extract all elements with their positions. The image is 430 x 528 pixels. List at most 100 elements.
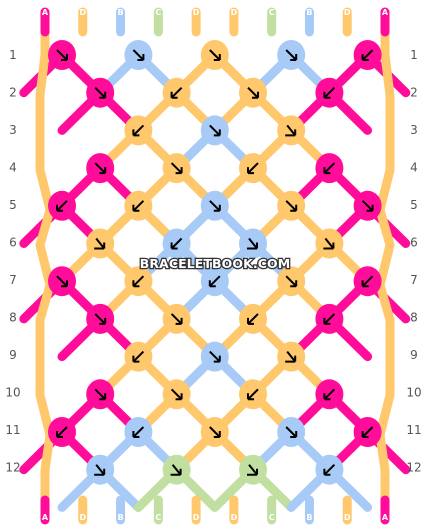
top-strand-letter: D	[231, 8, 238, 17]
knot	[124, 115, 153, 146]
knot	[200, 115, 229, 146]
row-number-left: 6	[9, 236, 17, 250]
knot	[48, 40, 76, 70]
row-number-left: 4	[9, 161, 17, 175]
knot	[86, 303, 115, 334]
knot	[239, 153, 267, 184]
knot	[200, 266, 229, 297]
knot-direction-arrow-icon	[132, 124, 145, 137]
knot	[239, 77, 267, 108]
knot-direction-arrow-icon	[209, 200, 221, 212]
knot-direction-arrow-icon	[285, 49, 298, 61]
knot	[353, 40, 382, 70]
knot	[353, 190, 382, 221]
knot-direction-arrow-icon	[247, 313, 259, 325]
knot	[86, 228, 115, 259]
knot-direction-arrow-icon	[247, 464, 258, 476]
knot-direction-arrow-icon	[56, 426, 68, 438]
top-strand-letter: D	[79, 8, 86, 17]
row-number-left: 8	[9, 311, 17, 325]
knot	[277, 417, 306, 447]
knot-direction-arrow-icon	[247, 162, 259, 175]
knot-direction-arrow-icon	[132, 200, 145, 212]
bottom-strand-letter: A	[382, 513, 389, 522]
knot	[315, 379, 344, 410]
bottom-strand-letter: D	[193, 513, 200, 522]
knot	[239, 379, 267, 410]
knot	[162, 303, 191, 334]
knot-direction-arrow-icon	[209, 350, 221, 363]
knot	[86, 379, 115, 410]
knot-direction-arrow-icon	[323, 237, 335, 250]
knot-direction-arrow-icon	[94, 313, 107, 325]
knot	[315, 454, 344, 485]
knot	[200, 190, 229, 221]
knot-direction-arrow-icon	[323, 313, 336, 325]
knot-direction-arrow-icon	[94, 162, 107, 175]
top-strand-letter: A	[382, 8, 389, 17]
knot-direction-arrow-icon	[94, 86, 107, 99]
knot-direction-arrow-icon	[361, 275, 374, 288]
knot-direction-arrow-icon	[209, 124, 221, 137]
knot	[86, 153, 115, 184]
knot-direction-arrow-icon	[56, 275, 68, 288]
knot-direction-arrow-icon	[170, 388, 183, 401]
top-strand-letter: A	[42, 8, 49, 17]
knot	[353, 417, 382, 447]
row-number-right: 6	[410, 236, 418, 250]
knot	[124, 341, 153, 372]
knot-direction-arrow-icon	[132, 49, 145, 61]
knot	[315, 303, 344, 334]
knot	[239, 228, 267, 259]
knot	[124, 417, 153, 447]
knot	[162, 228, 191, 259]
row-number-right: 11	[406, 423, 421, 437]
knot-direction-arrow-icon	[361, 426, 374, 438]
knot-direction-arrow-icon	[285, 426, 298, 438]
top-strand-letter: B	[118, 8, 124, 17]
knot-direction-arrow-icon	[132, 426, 145, 438]
knot-direction-arrow-icon	[209, 49, 221, 61]
bottom-strand-letter: B	[306, 513, 312, 522]
knot	[239, 303, 267, 334]
knot	[162, 379, 191, 410]
row-number-left: 12	[5, 461, 20, 475]
knot	[277, 190, 306, 221]
knot	[124, 266, 153, 297]
knot	[353, 266, 382, 297]
knot	[124, 190, 153, 221]
top-strand-letter: B	[306, 8, 312, 17]
top-strand-letter: D	[344, 8, 351, 17]
knot-direction-arrow-icon	[56, 200, 68, 212]
knot-direction-arrow-icon	[361, 200, 374, 212]
row-number-right: 1	[410, 48, 418, 62]
knot	[315, 153, 344, 184]
watermark: BRACELETBOOK.COM	[140, 256, 291, 271]
knot	[277, 341, 306, 372]
row-number-right: 8	[410, 311, 418, 325]
top-strand-letter: C	[155, 8, 161, 17]
knot-direction-arrow-icon	[170, 237, 183, 250]
knot-direction-arrow-icon	[323, 86, 336, 99]
row-number-left: 1	[9, 48, 17, 62]
bottom-strand-letter: B	[118, 513, 124, 522]
knot	[124, 40, 153, 70]
knot	[162, 454, 191, 485]
knot-direction-arrow-icon	[323, 388, 336, 401]
knot	[200, 341, 229, 372]
knot-direction-arrow-icon	[285, 350, 297, 363]
knot-direction-arrow-icon	[247, 86, 259, 99]
knot	[162, 153, 191, 184]
knot	[315, 77, 344, 108]
row-number-left: 10	[5, 386, 20, 400]
knot-direction-arrow-icon	[170, 86, 183, 99]
knot-direction-arrow-icon	[323, 162, 336, 175]
knot-direction-arrow-icon	[361, 49, 374, 61]
knot-direction-arrow-icon	[209, 426, 221, 438]
row-number-right: 2	[410, 86, 418, 100]
row-number-right: 9	[410, 348, 418, 362]
knot-direction-arrow-icon	[94, 464, 106, 476]
knot-direction-arrow-icon	[132, 350, 145, 363]
